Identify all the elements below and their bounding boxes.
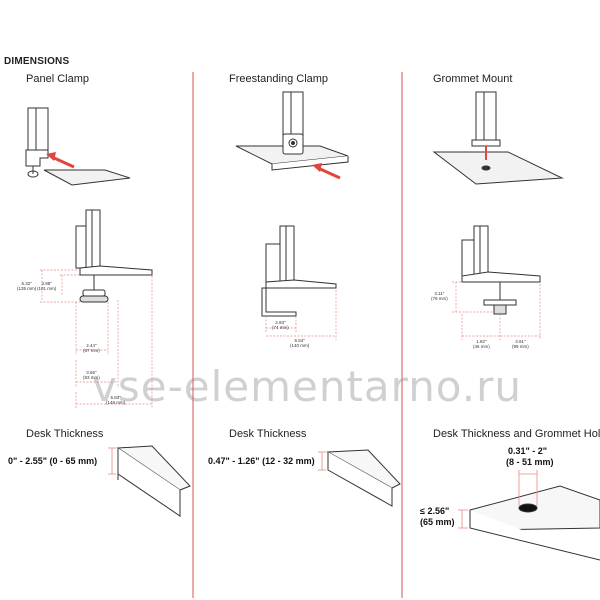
desk-thickness-1-drawing — [116, 445, 191, 517]
desk-thickness-2-range: 0.47" - 1.26" (12 - 32 mm) — [208, 456, 315, 466]
freestanding-clamp-arrow — [312, 163, 341, 180]
desk-thickness-3-hole-bracket — [518, 470, 538, 506]
desk-thickness-2-bracket — [318, 451, 326, 471]
panel-clamp-photo — [25, 107, 131, 186]
grommet-mount-title: Grommet Mount — [433, 73, 513, 85]
section-heading: DIMENSIONS — [4, 56, 70, 67]
panel-dim-4: 3.66"(93 mm) — [83, 370, 100, 380]
free-dim-2: 5.54"(140 mm) — [290, 338, 310, 348]
grommet-dim-3: 3.91"(99 mm) — [512, 339, 529, 349]
freestanding-clamp-title: Freestanding Clamp — [229, 73, 329, 85]
grommet-thickness: ≤ 2.56" — [420, 506, 450, 516]
desk-thickness-2-drawing — [326, 449, 401, 507]
panel-clamp-arrow — [46, 152, 75, 169]
freestanding-clamp-photo — [235, 91, 349, 171]
panel-dim-1: 5.32"(135 mm) — [17, 281, 37, 291]
grommet-thickness-mm: (65 mm) — [420, 517, 455, 527]
grommet-hole-range: 0.31" - 2" — [508, 446, 548, 456]
freestanding-clamp-dimension-lines — [265, 290, 337, 340]
grommet-mount-drawing — [461, 225, 541, 315]
panel-clamp-title: Panel Clamp — [26, 73, 89, 85]
grommet-dim-2: 1.82"(46 mm) — [473, 339, 490, 349]
desk-thickness-1-range: 0" - 2.55" (0 - 65 mm) — [8, 456, 98, 466]
grommet-mount-photo — [432, 91, 564, 185]
grommet-dim-1: 3.11"(79 mm) — [431, 291, 448, 301]
panel-clamp-dimension-lines — [40, 269, 153, 408]
freestanding-clamp-drawing — [261, 225, 337, 317]
grommet-hole-range-mm: (8 - 51 mm) — [506, 457, 554, 467]
grommet-mount-dimension-lines — [452, 281, 541, 340]
desk-thickness-1-title: Desk Thickness — [26, 428, 104, 440]
desk-thickness-1-bracket — [108, 447, 116, 475]
panel-dim-5: 5.83"(148 mm) — [106, 395, 126, 405]
panel-dim-2: 3.98"(101 mm) — [37, 281, 57, 291]
desk-thickness-3-drawing — [469, 485, 600, 561]
panel-dim-3: 2.44"(67 mm) — [83, 343, 100, 353]
desk-thickness-3-title: Desk Thickness and Grommet Hole — [433, 428, 600, 440]
free-dim-1: 2.93"(74 mm) — [272, 320, 289, 330]
desk-thickness-2-title: Desk Thickness — [229, 428, 307, 440]
desk-thickness-3-bracket — [458, 509, 468, 529]
watermark: vse-elementarno.ru — [92, 362, 523, 411]
panel-clamp-drawing — [75, 209, 153, 303]
